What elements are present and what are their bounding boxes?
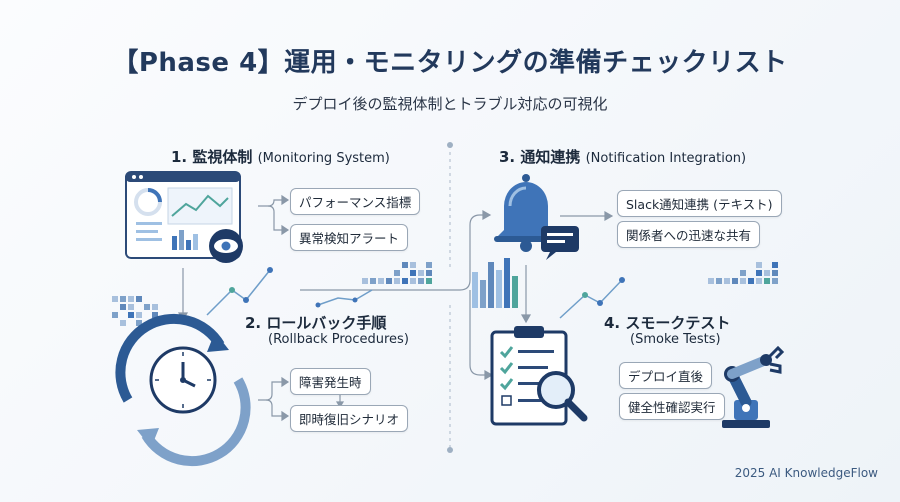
page-title: 【Phase 4】運用・モニタリングの準備チェックリスト xyxy=(112,48,788,78)
robot-arm-icon xyxy=(722,345,785,428)
bar-chart-decoration xyxy=(472,258,518,308)
checklist-clipboard-icon xyxy=(490,326,588,426)
section-rollback-subtitle: (Rollback Procedures) xyxy=(268,332,409,347)
divider-dot-bottom xyxy=(447,447,453,453)
rollback-clock-icon xyxy=(115,313,251,467)
section-smoke-test-subtitle: (Smoke Tests) xyxy=(630,332,721,347)
flow-lines xyxy=(177,194,614,422)
smoke-test-item-after-deploy: デプロイ直後 xyxy=(619,362,713,389)
divider-dot-top xyxy=(447,142,453,148)
monitoring-item-alert: 異常検知アラート xyxy=(290,224,409,251)
page-subtitle: デプロイ後の監視体制とトラブル対応の可視化 xyxy=(292,95,608,113)
section-notification-label-en: (Notification Integration) xyxy=(585,151,747,166)
footer-credit: 2025 AI KnowledgeFlow xyxy=(734,466,878,480)
rollback-item-recovery: 即時復旧シナリオ xyxy=(290,405,409,432)
notification-item-share: 関係者への迅速な共有 xyxy=(617,221,761,248)
pixel-grid-top-center xyxy=(362,262,432,284)
pixel-grid-left xyxy=(112,296,158,326)
notification-item-slack: Slack通知連携 (テキスト) xyxy=(617,190,782,217)
trend-line-left xyxy=(206,267,273,316)
pixel-grid-right xyxy=(708,262,778,284)
section-smoke-test-title: 4. スモークテスト xyxy=(604,314,731,332)
section-monitoring-label: 1. 監視体制 xyxy=(171,148,253,166)
section-monitoring-label-en: (Monitoring System) xyxy=(257,151,390,166)
smoke-test-item-health-check: 健全性確認実行 xyxy=(619,393,725,420)
trend-line-mid xyxy=(315,289,373,308)
section-monitoring-title: 1. 監視体制 (Monitoring System) xyxy=(171,146,390,167)
section-notification-label: 3. 通知連携 xyxy=(499,148,581,166)
monitoring-item-performance: パフォーマンス指標 xyxy=(290,188,421,215)
section-notification-title: 3. 通知連携 (Notification Integration) xyxy=(499,146,746,167)
notification-bell-icon xyxy=(494,174,579,260)
monitoring-dashboard-icon xyxy=(125,171,243,263)
rollback-item-incident: 障害発生時 xyxy=(290,368,371,395)
section-rollback-title: 2. ロールバック手順 xyxy=(245,314,387,332)
trend-line-right xyxy=(559,277,625,319)
